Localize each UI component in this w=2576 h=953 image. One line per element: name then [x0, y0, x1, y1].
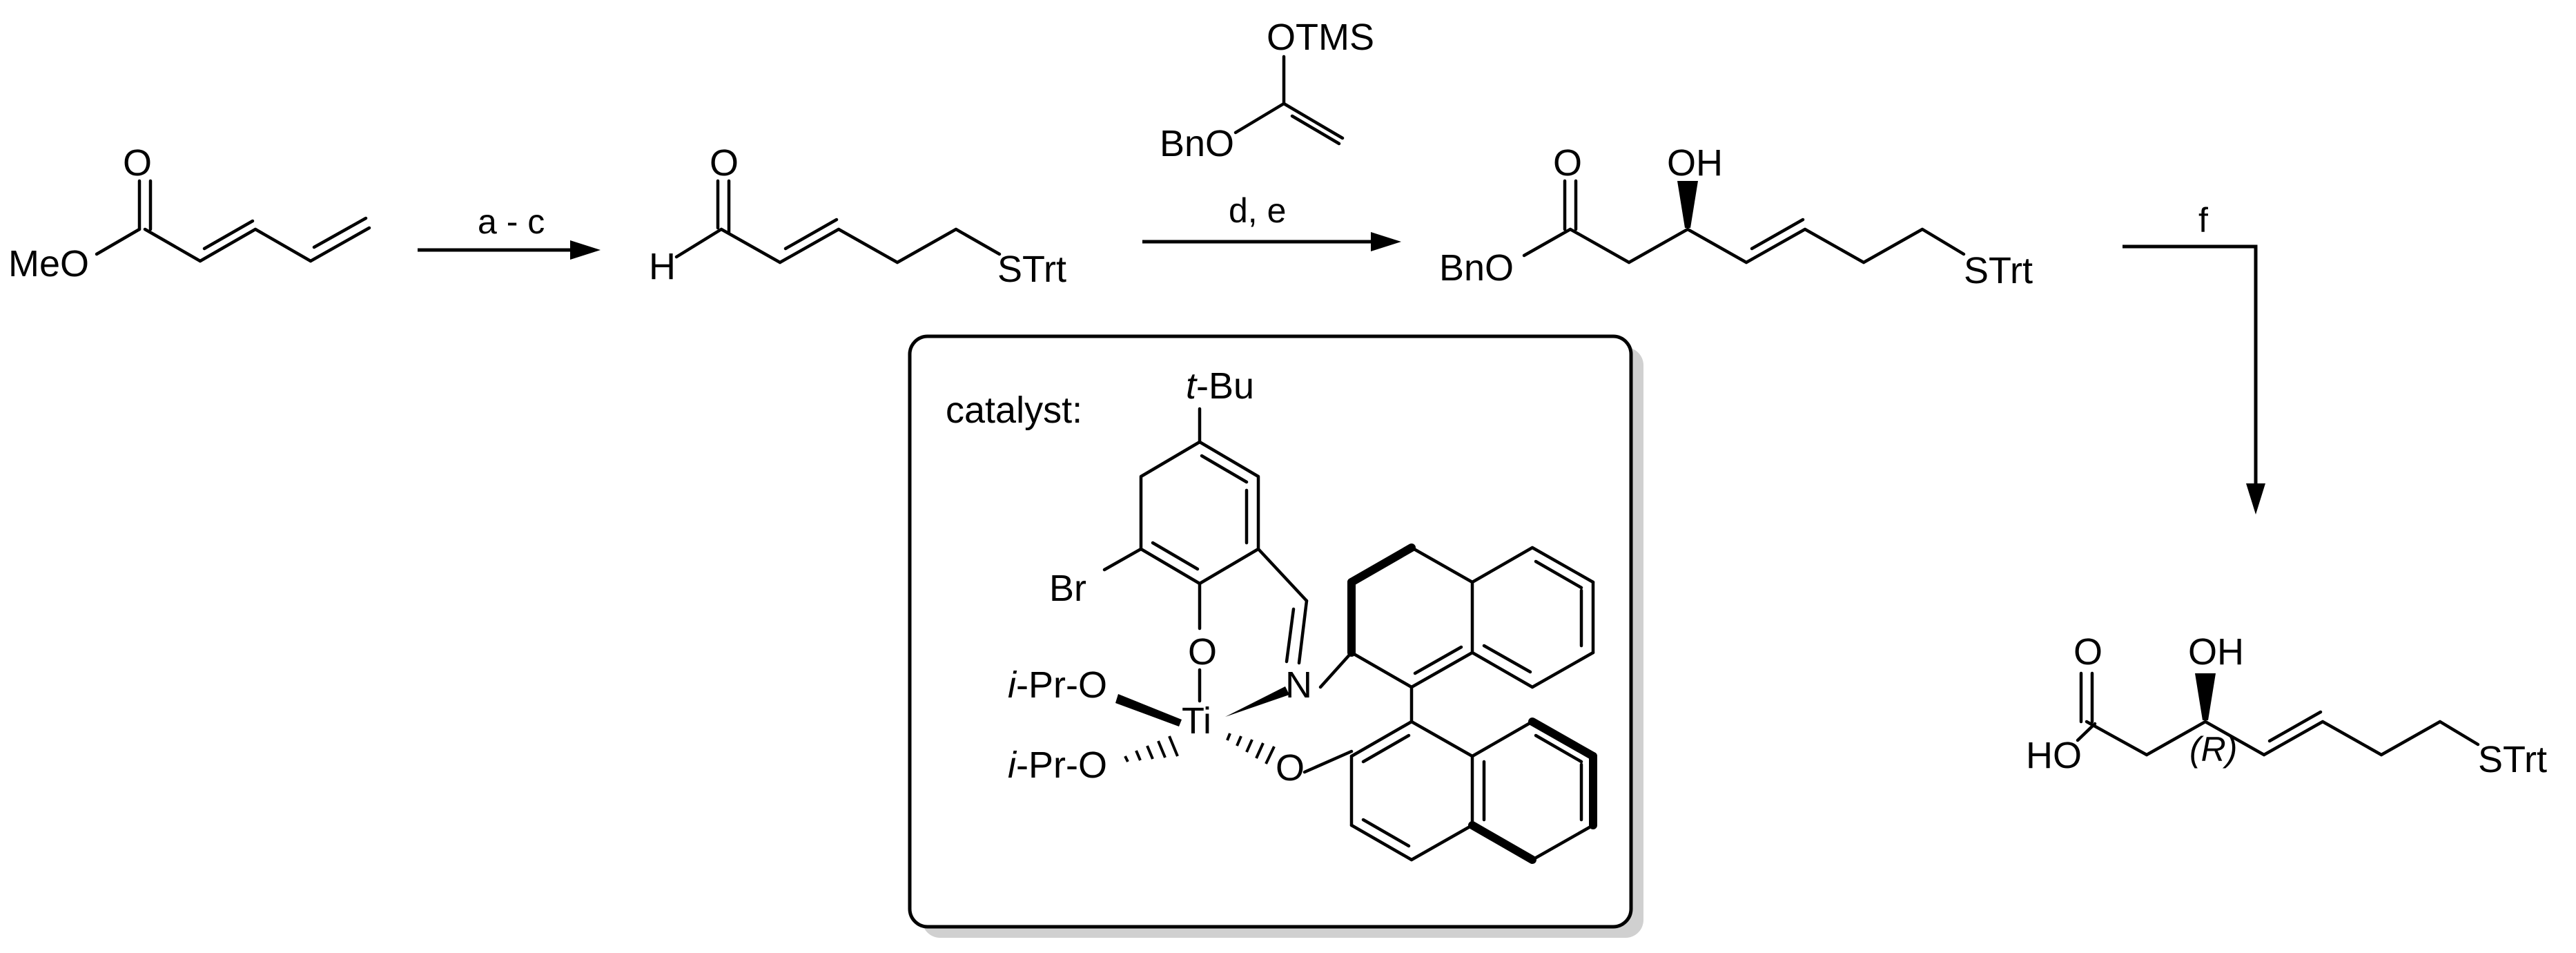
imine-nitrogen-label: N: [1285, 664, 1312, 706]
thiotrityl-label-2: STrt: [1964, 250, 2033, 291]
benzyloxy-label-1: BnO: [1160, 123, 1234, 164]
otms-label: OTMS: [1267, 17, 1374, 58]
phenoxide-oxygen-label: O: [1188, 631, 1217, 673]
compound-hydroxy-acid-product: HO O OH (R) STrt: [2026, 631, 2547, 780]
compound-aldehyde: H O STrt: [649, 142, 1066, 290]
methoxy-label: MeO: [8, 243, 89, 285]
titanium-label: Ti: [1182, 700, 1211, 742]
hydroxyl-label-2: OH: [2188, 631, 2244, 673]
compound-methyl-pentadienoate: MeO O: [8, 142, 371, 285]
upper-naphthalene: [1318, 543, 1595, 689]
reagent-label-step1: a - c: [478, 202, 545, 241]
catalyst-title: catalyst:: [946, 389, 1082, 431]
catalyst-box: catalyst: t-Bu Br O N Ti i-Pr-O i-Pr-O: [908, 334, 1643, 938]
tert-butyl-suffix: -Bu: [1196, 365, 1254, 407]
isopropoxy-label-1: i-Pr-O: [1008, 664, 1107, 706]
aldehyde-oxygen-label: O: [710, 142, 739, 184]
isopropyl-prefix-2: i: [1008, 744, 1017, 786]
aldehyde-hydrogen-label: H: [649, 246, 676, 287]
reaction-arrow-step1: a - c: [418, 202, 601, 260]
naphthoxide-oxygen-label: O: [1276, 747, 1305, 789]
tert-butyl-prefix: t: [1186, 365, 1198, 407]
carbonyl-oxygen-label: O: [123, 142, 152, 184]
benzyloxy-label-2: BnO: [1439, 247, 1514, 289]
hashed-bond-naphthoxide: [1226, 733, 1276, 764]
tert-butyl-label: t-Bu: [1186, 365, 1254, 407]
isopropyl-prefix-1: i: [1008, 664, 1017, 706]
isopropyl-suffix-1: -Pr-O: [1016, 664, 1107, 706]
thiotrityl-label-1: STrt: [997, 249, 1066, 290]
reagent-label-step3: f: [2198, 201, 2208, 240]
isopropyl-suffix-2: -Pr-O: [1016, 744, 1107, 786]
reaction-arrow-step2: d, e: [1142, 191, 1401, 251]
hydroxyl-label-1: OH: [1667, 142, 1723, 184]
lower-naphthalene: [1349, 718, 1597, 864]
compound-benzyl-ester: BnO O OH STrt: [1439, 142, 2033, 291]
bromine-label: Br: [1049, 568, 1086, 609]
acid-hydroxyl-label: HO: [2026, 735, 2082, 776]
thiotrityl-label-3: STrt: [2478, 739, 2547, 780]
hashed-bond-isopropoxy: [1124, 735, 1179, 762]
acid-carbonyl-oxygen-label: O: [2074, 631, 2102, 673]
reagent-silyl-ketene-acetal: OTMS BnO: [1160, 17, 1374, 164]
ester-carbonyl-oxygen-label: O: [1553, 142, 1582, 184]
isopropoxy-label-2: i-Pr-O: [1008, 744, 1107, 786]
reagent-label-step2: d, e: [1229, 191, 1286, 230]
reaction-arrow-step3: f: [2123, 201, 2265, 514]
